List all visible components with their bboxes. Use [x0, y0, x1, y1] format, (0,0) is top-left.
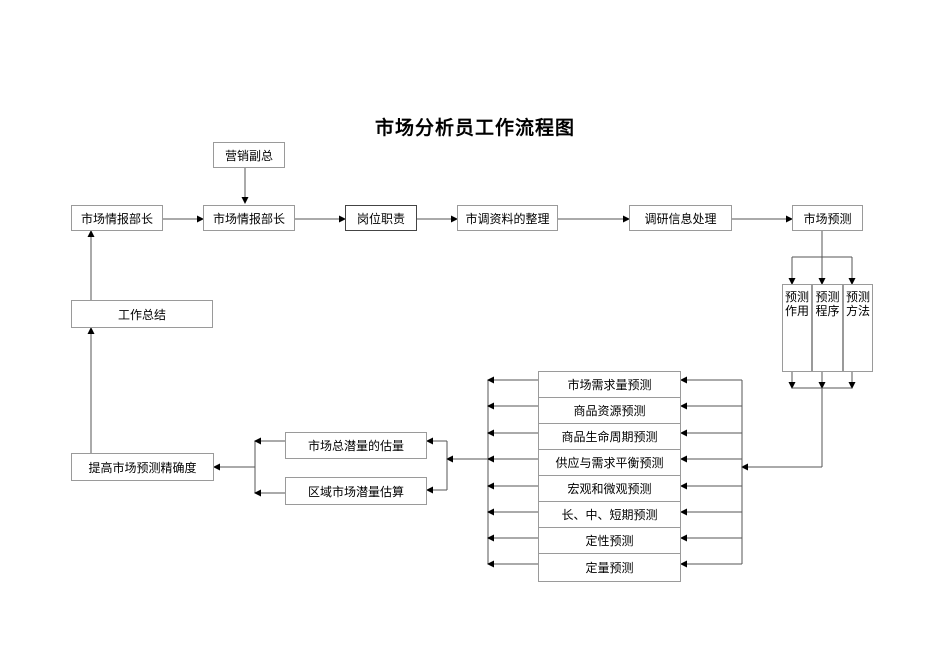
market-forecast-box: 市场预测: [792, 205, 863, 231]
intel-head-left-label: 市场情报部长: [80, 211, 153, 226]
forecast-type-label: 长、中、短期预测: [561, 508, 658, 522]
page-title: 市场分析员工作流程图: [374, 117, 575, 139]
forecast-type-label: 商品生命周期预测: [561, 430, 658, 444]
job-duties-label: 岗位职责: [356, 211, 405, 226]
data-sorting-label: 市调资料的整理: [465, 211, 550, 226]
forecast-type-box: 定量预测: [538, 553, 681, 582]
forecast-type-label: 市场需求量预测: [567, 378, 652, 392]
forecast-aspect-box: 预测方法: [843, 284, 873, 372]
forecast-type-label: 供应与需求平衡预测: [555, 456, 664, 470]
work-summary-label: 工作总结: [117, 307, 166, 322]
forecast-type-box: 商品生命周期预测: [538, 423, 681, 450]
forecast-aspect-box: 预测作用: [782, 284, 812, 372]
forecast-aspect-box: 预测程序: [812, 284, 843, 372]
intel-head-center-box: 市场情报部长: [203, 205, 295, 231]
vp-marketing-label: 营销副总: [224, 148, 273, 163]
market-forecast-label: 市场预测: [803, 211, 852, 226]
forecast-type-label: 定量预测: [585, 561, 634, 575]
regional-potential-label: 区域市场潜量估算: [307, 484, 404, 499]
forecast-aspect-label: 预测方法: [845, 290, 870, 318]
intel-head-left-box: 市场情报部长: [71, 205, 163, 231]
forecast-aspect-label: 预测程序: [815, 290, 840, 318]
regional-potential-box: 区域市场潜量估算: [285, 477, 427, 505]
forecast-type-label: 定性预测: [585, 534, 634, 548]
intel-head-center-label: 市场情报部长: [212, 211, 285, 226]
forecast-type-box: 供应与需求平衡预测: [538, 449, 681, 476]
total-potential-box: 市场总潜量的估量: [285, 432, 427, 459]
research-processing-label: 调研信息处理: [644, 211, 717, 226]
forecast-type-box: 定性预测: [538, 527, 681, 554]
forecast-type-box: 长、中、短期预测: [538, 501, 681, 528]
forecast-type-box: 宏观和微观预测: [538, 475, 681, 502]
forecast-type-box: 市场需求量预测: [538, 371, 681, 398]
total-potential-label: 市场总潜量的估量: [307, 439, 404, 453]
vp-marketing-box: 营销副总: [213, 142, 285, 168]
forecast-type-label: 商品资源预测: [573, 404, 646, 418]
job-duties-box: 岗位职责: [345, 205, 417, 231]
work-summary-box: 工作总结: [71, 300, 213, 328]
data-sorting-box: 市调资料的整理: [457, 205, 558, 231]
forecast-type-label: 宏观和微观预测: [567, 482, 652, 496]
research-processing-box: 调研信息处理: [629, 205, 732, 231]
improve-accuracy-box: 提高市场预测精确度: [71, 453, 214, 481]
improve-accuracy-label: 提高市场预测精确度: [88, 460, 197, 475]
forecast-aspect-label: 预测作用: [784, 290, 809, 318]
forecast-type-box: 商品资源预测: [538, 397, 681, 424]
